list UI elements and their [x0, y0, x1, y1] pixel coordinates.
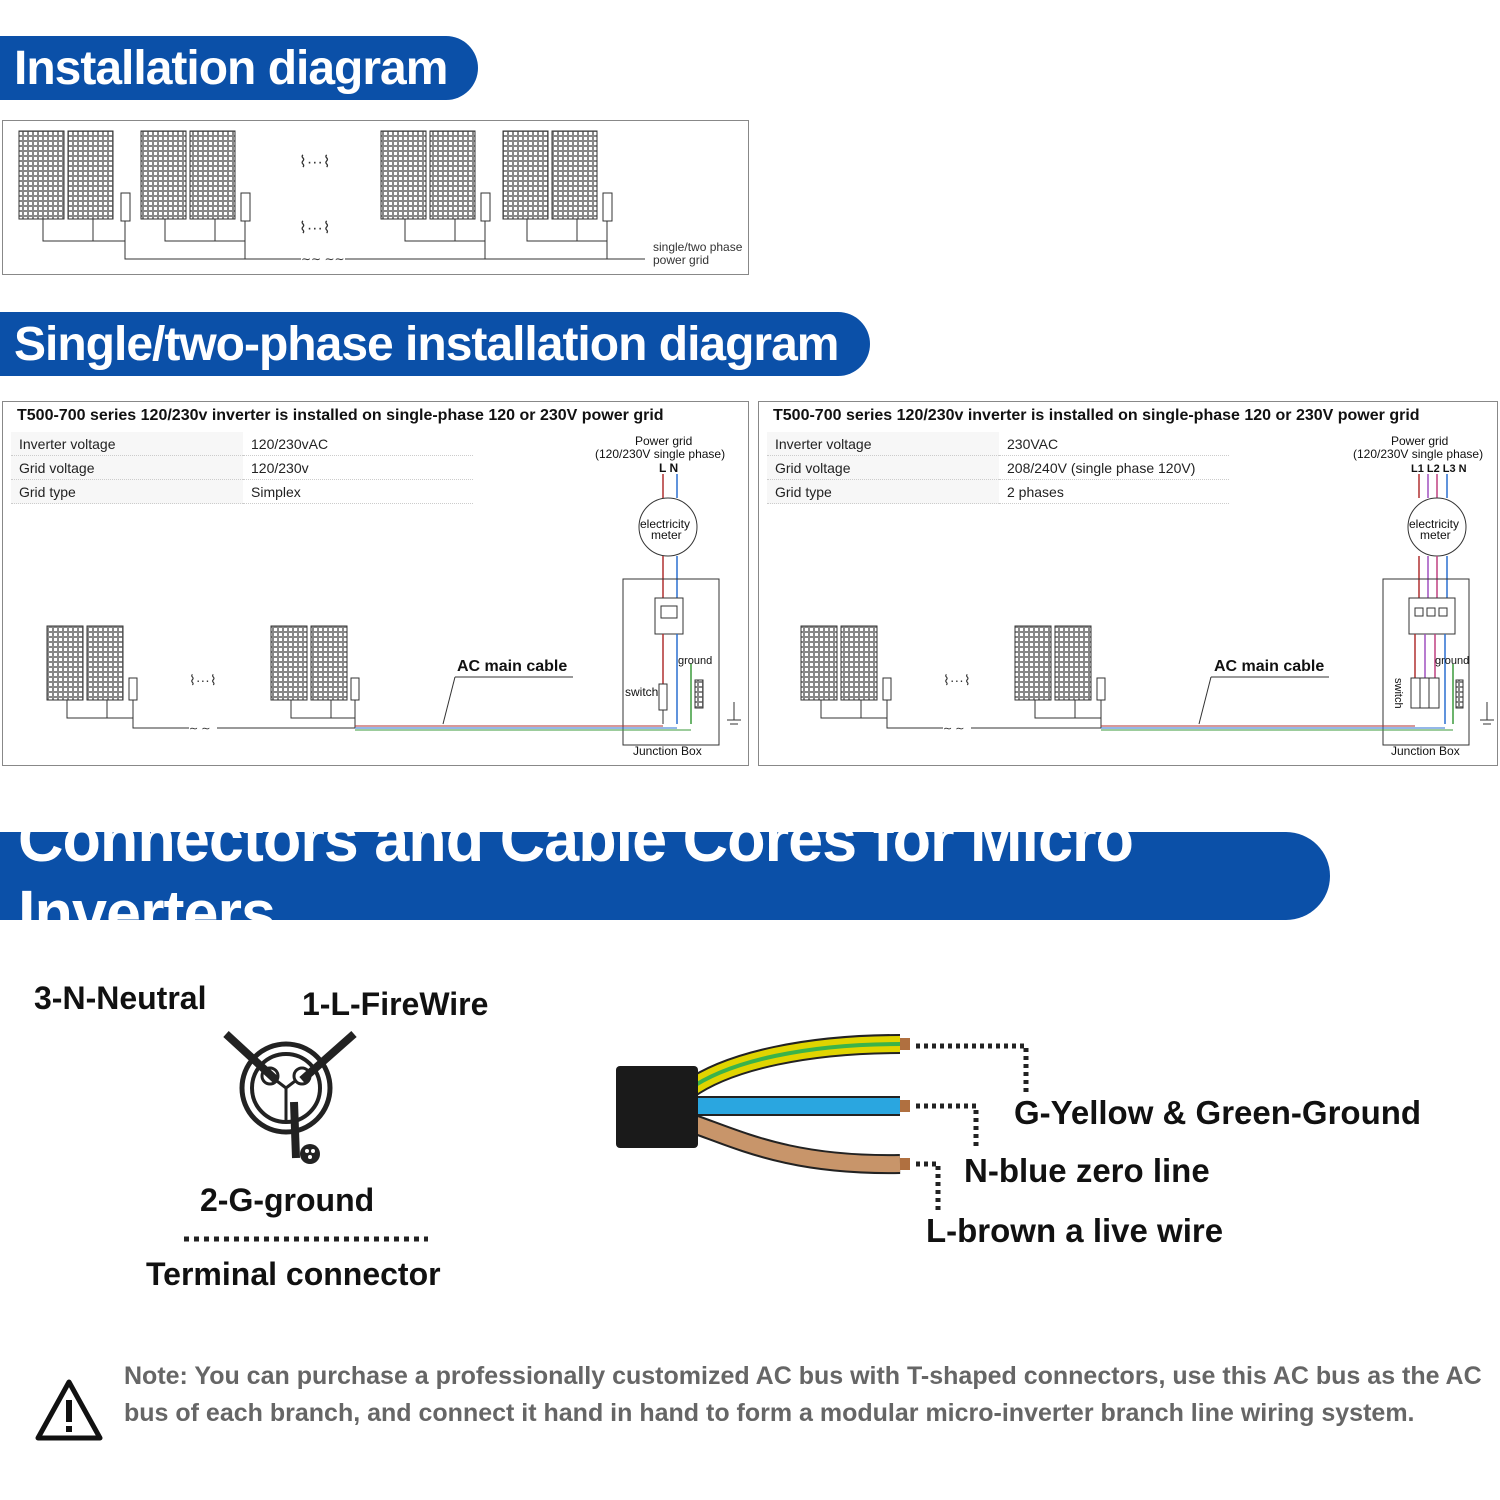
switch-label: switch	[1392, 678, 1404, 709]
svg-text:⌇···⌇: ⌇···⌇	[943, 672, 971, 688]
neutral-wire-label: N-blue zero line	[964, 1152, 1210, 1189]
switch-symbol	[658, 683, 668, 711]
power-grid-label: Power grid	[1391, 434, 1448, 448]
spec-key: Grid voltage	[767, 455, 999, 480]
junction-box	[1382, 578, 1470, 746]
installation-diagram-panel: ∼∼ ∼∼ ⌇···⌇ ⌇···⌇ single/two phase power…	[2, 120, 749, 275]
phase-labels: L1 L2 L3 N	[1411, 463, 1467, 475]
ac-bus-line	[124, 241, 301, 260]
ground-label: ground	[678, 655, 712, 667]
svg-text:∼ ∼: ∼ ∼	[189, 723, 211, 735]
junction-box	[622, 578, 720, 746]
neutral-pointer	[223, 1031, 279, 1083]
spec-value: Simplex	[243, 479, 473, 504]
spec-value: 2 phases	[999, 479, 1229, 504]
two-phase-panel: T500-700 series 120/230v inverter is ins…	[758, 401, 1498, 766]
firewire-pointer	[299, 1031, 357, 1083]
spec-value: 208/240V (single phase 120V)	[999, 455, 1229, 480]
switch-label: switch	[625, 685, 658, 699]
installation-diagram-title: Installation diagram	[14, 41, 448, 95]
note-text: Note: You can purchase a professionally …	[124, 1362, 1482, 1427]
ground-label: 2-G-ground	[200, 1182, 375, 1218]
ac-main-cable-label: AC main cable	[1214, 658, 1324, 675]
phase-diagram-title: Single/two-phase installation diagram	[14, 317, 839, 371]
power-grid-label: Power grid	[635, 434, 692, 448]
phase-labels: L N	[659, 461, 678, 475]
grid-label-line1: single/two phase	[653, 240, 743, 254]
meter-sublabel: meter	[651, 528, 682, 542]
grid-label-line2: power grid	[653, 253, 709, 267]
spec-value: 120/230v	[243, 455, 473, 480]
meter-label: electricity	[1409, 517, 1459, 531]
connectors-title: Connectors and Cable Cores for Micro Inv…	[18, 803, 1134, 949]
neutral-label: 3-N-Neutral	[34, 980, 207, 1016]
svg-text:∼∼ ∼∼: ∼∼ ∼∼	[301, 252, 345, 266]
continuation-mark: ⌇···⌇	[299, 220, 331, 237]
power-grid-sublabel: (120/230V single phase)	[1353, 447, 1483, 461]
meter-sublabel: meter	[1420, 528, 1451, 542]
junction-box-label: Junction Box	[1391, 744, 1460, 758]
panel-title: T500-700 series 120/230v inverter is ins…	[17, 407, 664, 424]
single-phase-wiring-drawing: Power grid (120/230V single phase) L N e…	[46, 434, 741, 758]
spec-key: Grid type	[767, 479, 999, 504]
continuation-mark: ⌇···⌇	[299, 154, 331, 171]
connectors-banner: Connectors and Cable Cores for Micro Inv…	[0, 803, 1330, 949]
solar-panel-group	[502, 130, 613, 242]
solar-panel-group	[140, 130, 251, 242]
ac-main-cable-label: AC main cable	[457, 658, 567, 675]
dotted-divider	[184, 1236, 428, 1242]
spec-key: Inverter voltage	[767, 432, 999, 456]
power-grid-sublabel: (120/230V single phase)	[595, 447, 725, 461]
phase-diagram-banner: Single/two-phase installation diagram	[0, 312, 870, 376]
spec-key: Grid type	[11, 479, 243, 504]
spec-value: 230VAC	[999, 432, 1229, 456]
cable-cores-drawing	[616, 1034, 1029, 1210]
ground-label: ground	[1435, 655, 1469, 667]
spec-key: Grid voltage	[11, 455, 243, 480]
meter-label: electricity	[640, 517, 690, 531]
terminal-connector-caption: Terminal connector	[146, 1256, 441, 1292]
ground-pointer	[290, 1101, 300, 1159]
live-wire-label: L-brown a live wire	[926, 1212, 1224, 1249]
cable-jacket	[616, 1066, 698, 1148]
firewire-label: 1-L-FireWire	[302, 986, 489, 1022]
warning-icon	[35, 1379, 103, 1441]
solar-panel-group	[18, 130, 131, 242]
junction-box-label: Junction Box	[633, 744, 702, 758]
spec-key: Inverter voltage	[11, 432, 243, 456]
svg-text:⌇···⌇: ⌇···⌇	[189, 672, 217, 688]
solar-panel-group	[380, 130, 491, 242]
svg-text:∼ ∼: ∼ ∼	[943, 723, 965, 735]
panel-title: T500-700 series 120/230v inverter is ins…	[773, 407, 1420, 424]
terminal-connector-drawing	[223, 1031, 357, 1164]
spec-value: 120/230vAC	[243, 432, 473, 456]
switch-symbol	[1410, 677, 1440, 709]
two-phase-wiring-drawing: Power grid (120/230V single phase) L1 L2…	[800, 434, 1494, 758]
installation-wiring-drawing: ∼∼ ∼∼ ⌇···⌇ ⌇···⌇ single/two phase power…	[18, 130, 743, 267]
single-phase-panel: T500-700 series 120/230v inverter is ins…	[2, 401, 749, 766]
electricity-meter	[638, 497, 698, 557]
installation-diagram-banner: Installation diagram	[0, 36, 478, 100]
ground-wire-label: G-Yellow & Green-Ground	[1014, 1094, 1422, 1131]
breaker	[654, 597, 684, 635]
